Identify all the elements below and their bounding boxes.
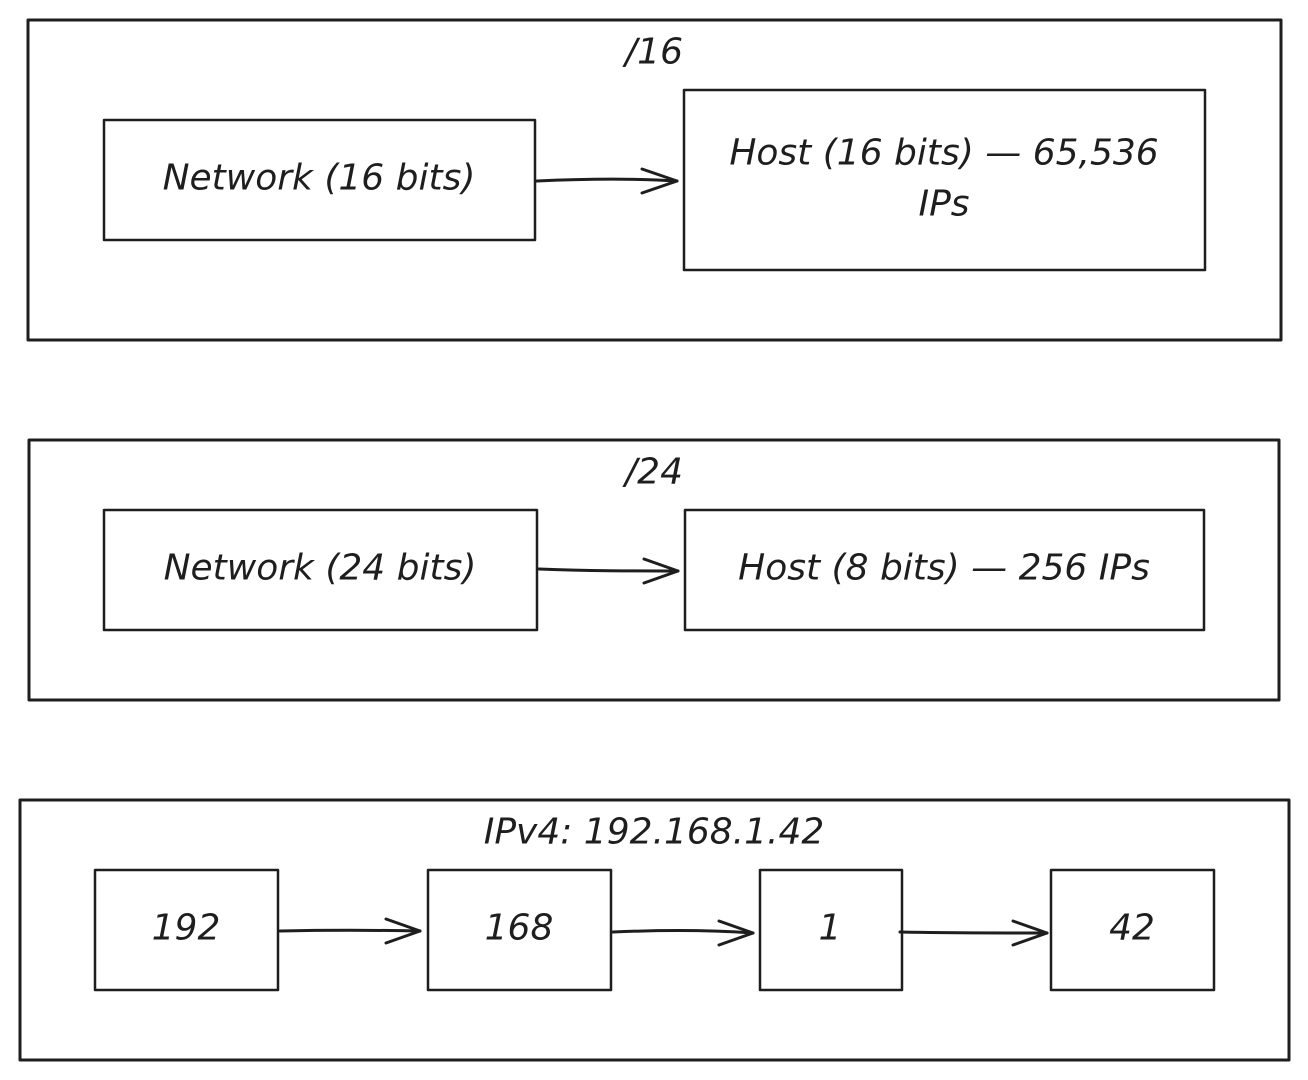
group-slash-16: /16 Network (16 bits) Host (16 bits) — 6… bbox=[26, 18, 1283, 342]
edge-octet3-octet4 bbox=[898, 919, 1049, 947]
node-host-16-box bbox=[682, 88, 1207, 272]
group-ipv4-frame bbox=[18, 798, 1291, 1062]
node-network-24: Network (24 bits) bbox=[102, 508, 539, 632]
node-network-16-label: Network (16 bits) bbox=[163, 158, 476, 199]
edge-octet1-octet2-line bbox=[278, 928, 422, 933]
node-octet-3-label: 1 bbox=[819, 908, 842, 949]
edge-network24-host24 bbox=[537, 557, 680, 585]
group-ipv4: IPv4: 192.168.1.42 192 168 1 42 bbox=[18, 798, 1291, 1062]
edge-octet1-octet2 bbox=[278, 917, 422, 945]
group-slash-24-title: /24 bbox=[622, 452, 683, 493]
node-octet-2: 168 bbox=[426, 868, 613, 992]
edge-network24-host24-arrowhead bbox=[642, 557, 680, 585]
node-host-24: Host (8 bits) — 256 IPs bbox=[683, 508, 1206, 632]
node-host-24-label: Host (8 bits) — 256 IPs bbox=[738, 548, 1150, 589]
node-network-16-box bbox=[102, 118, 537, 242]
node-network-24-box bbox=[102, 508, 539, 632]
node-host-16: Host (16 bits) — 65,536 IPs bbox=[682, 88, 1207, 272]
edge-network16-host16-line bbox=[535, 177, 679, 183]
edge-octet3-octet4-arrowhead bbox=[1011, 919, 1049, 947]
node-octet-4-box bbox=[1049, 868, 1216, 992]
node-octet-4-label: 42 bbox=[1109, 908, 1155, 949]
node-octet-3-box bbox=[758, 868, 904, 992]
edge-octet3-octet4-line bbox=[898, 930, 1049, 935]
edge-network16-host16-arrowhead bbox=[640, 167, 679, 195]
node-host-16-label-line2: IPs bbox=[918, 184, 969, 225]
edge-network24-host24-line bbox=[537, 567, 680, 573]
edge-octet2-octet3 bbox=[611, 919, 755, 947]
group-slash-16-title: /16 bbox=[622, 32, 683, 73]
node-octet-4: 42 bbox=[1049, 868, 1216, 992]
node-network-24-label: Network (24 bits) bbox=[164, 548, 477, 589]
group-slash-24: /24 Network (24 bits) Host (8 bits) — 25… bbox=[27, 438, 1281, 702]
edge-octet2-octet3-line bbox=[611, 929, 755, 935]
node-host-16-label-line1: Host (16 bits) — 65,536 bbox=[729, 133, 1158, 174]
node-host-24-box bbox=[683, 508, 1206, 632]
node-octet-2-box bbox=[426, 868, 613, 992]
node-octet-3: 1 bbox=[758, 868, 904, 992]
node-octet-2-label: 168 bbox=[485, 908, 554, 949]
edge-octet2-octet3-arrowhead bbox=[717, 919, 755, 947]
group-ipv4-title: IPv4: 192.168.1.42 bbox=[484, 812, 825, 853]
node-network-16: Network (16 bits) bbox=[102, 118, 537, 242]
edge-network16-host16 bbox=[535, 167, 679, 195]
group-slash-24-frame bbox=[27, 438, 1281, 702]
node-octet-1: 192 bbox=[93, 868, 280, 992]
node-octet-1-label: 192 bbox=[152, 908, 221, 949]
node-octet-1-box bbox=[93, 868, 280, 992]
edge-octet1-octet2-arrowhead bbox=[384, 917, 422, 945]
group-slash-16-frame bbox=[26, 18, 1283, 342]
